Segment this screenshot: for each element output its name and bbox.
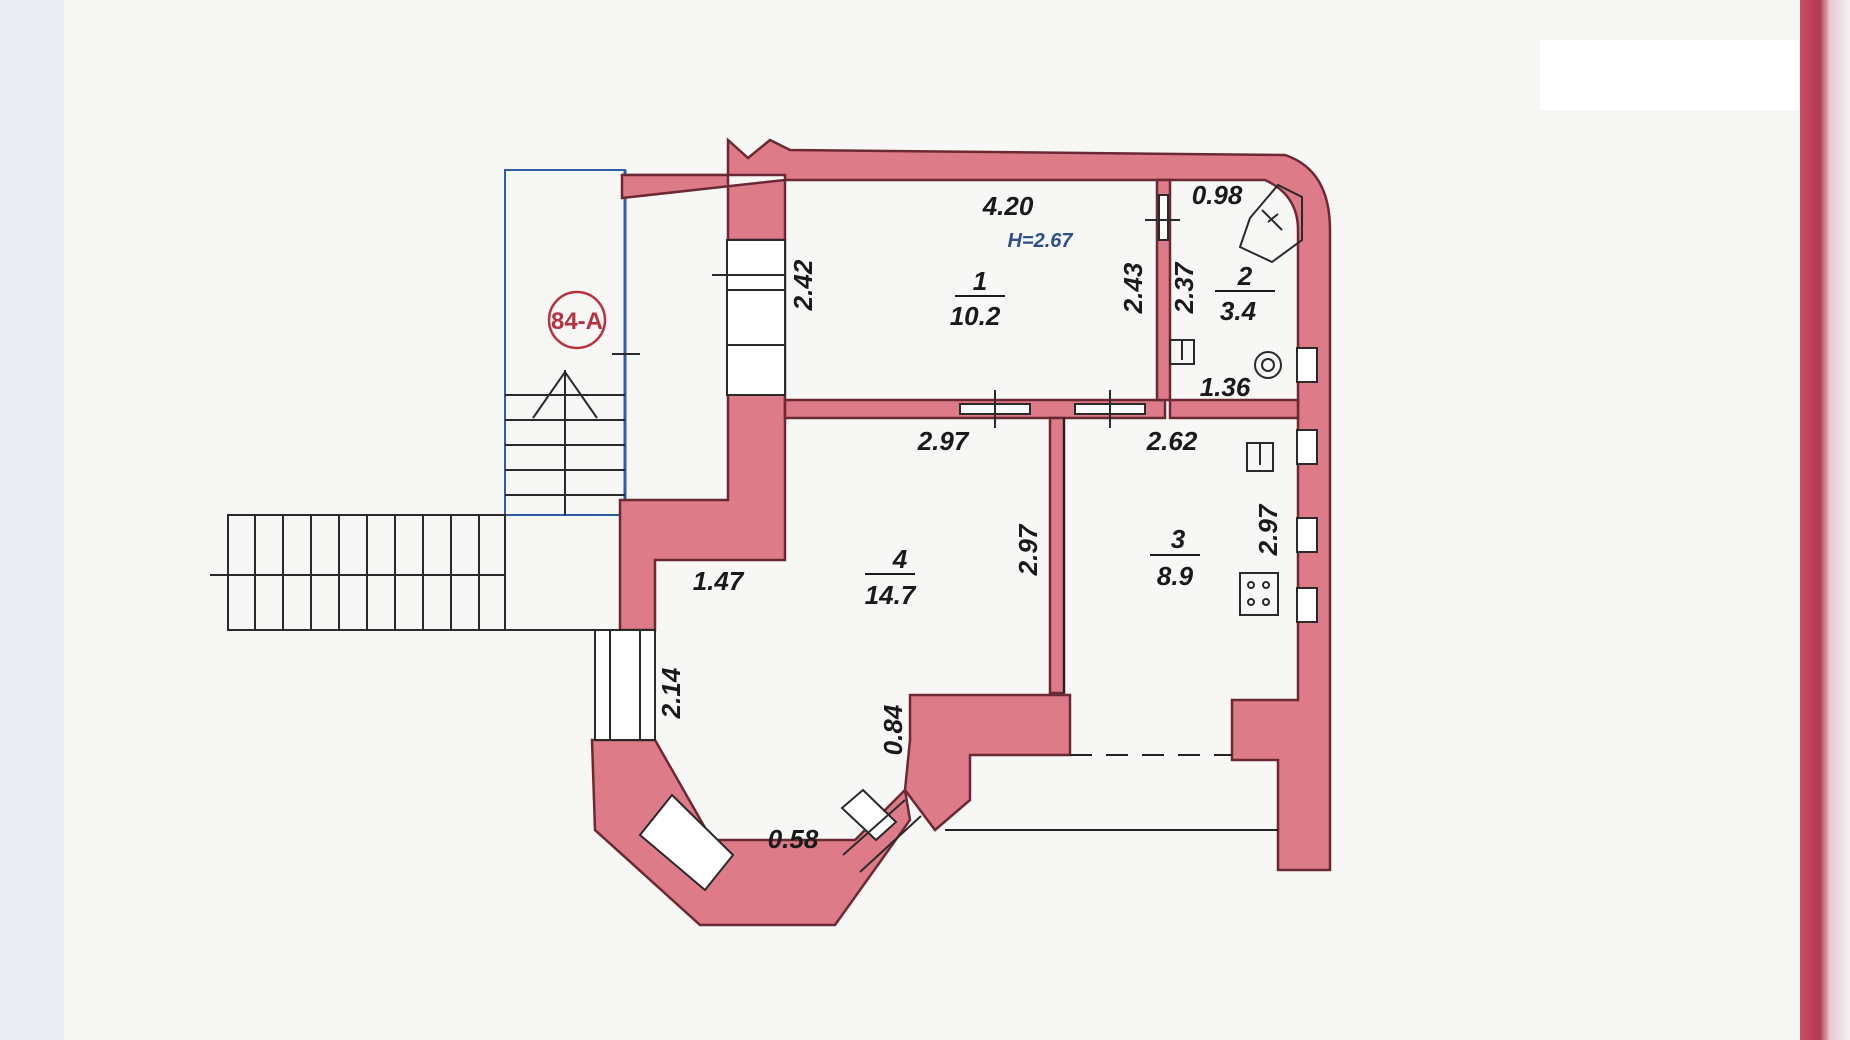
dim-room4-top: 2.97 bbox=[917, 426, 970, 456]
dimensions: 4.20 2.42 2.43 0.98 2.37 1.36 2.97 2.97 … bbox=[656, 180, 1283, 854]
room-4: 4 14.7 bbox=[865, 544, 917, 610]
dim-room2-width: 0.98 bbox=[1192, 180, 1243, 210]
room-1-area: 10.2 bbox=[950, 301, 1001, 331]
room-2-area: 3.4 bbox=[1220, 296, 1257, 326]
dim-room3-right: 2.97 bbox=[1253, 503, 1283, 556]
dim-room1-left: 2.42 bbox=[788, 259, 818, 311]
dim-room4-bottom: 0.58 bbox=[768, 824, 819, 854]
room-1-number: 1 bbox=[973, 266, 987, 296]
dim-room3-top: 2.62 bbox=[1146, 426, 1198, 456]
dim-room1-right: 2.43 bbox=[1118, 262, 1148, 314]
dim-room1-width: 4.20 bbox=[982, 191, 1034, 221]
dim-room4-right: 2.97 bbox=[1013, 523, 1043, 576]
dim-room2-bottom: 1.36 bbox=[1200, 372, 1251, 402]
dim-room4-left: 2.14 bbox=[656, 667, 686, 719]
wall-vents bbox=[1296, 347, 1318, 623]
walls bbox=[590, 137, 1332, 927]
building-marker: 84-A bbox=[547, 290, 640, 355]
room-3: 3 8.9 bbox=[1150, 524, 1200, 591]
room-2-number: 2 bbox=[1237, 261, 1253, 291]
room-2: 2 3.4 bbox=[1215, 261, 1275, 326]
right-edge bbox=[1800, 0, 1850, 1040]
dim-room4-left-top: 1.47 bbox=[693, 566, 745, 596]
room-3-area: 8.9 bbox=[1157, 561, 1194, 591]
room-4-area: 14.7 bbox=[865, 580, 917, 610]
dim-room4-bay: 0.84 bbox=[878, 704, 908, 755]
room-3-number: 3 bbox=[1171, 524, 1186, 554]
plan-lines bbox=[945, 418, 1278, 831]
openings bbox=[594, 194, 1180, 892]
paper-highlight bbox=[1540, 40, 1800, 110]
left-margin bbox=[0, 0, 64, 1040]
room-4-number: 4 bbox=[892, 544, 908, 574]
room-1: 1 10.2 bbox=[950, 266, 1005, 331]
entrance-stairs bbox=[210, 169, 627, 631]
ceiling-height-label: H=2.67 bbox=[1007, 230, 1073, 252]
bathroom-fixtures bbox=[1169, 183, 1303, 616]
building-marker-label: 84-A bbox=[551, 308, 603, 335]
dim-room2-height: 2.37 bbox=[1169, 261, 1199, 314]
